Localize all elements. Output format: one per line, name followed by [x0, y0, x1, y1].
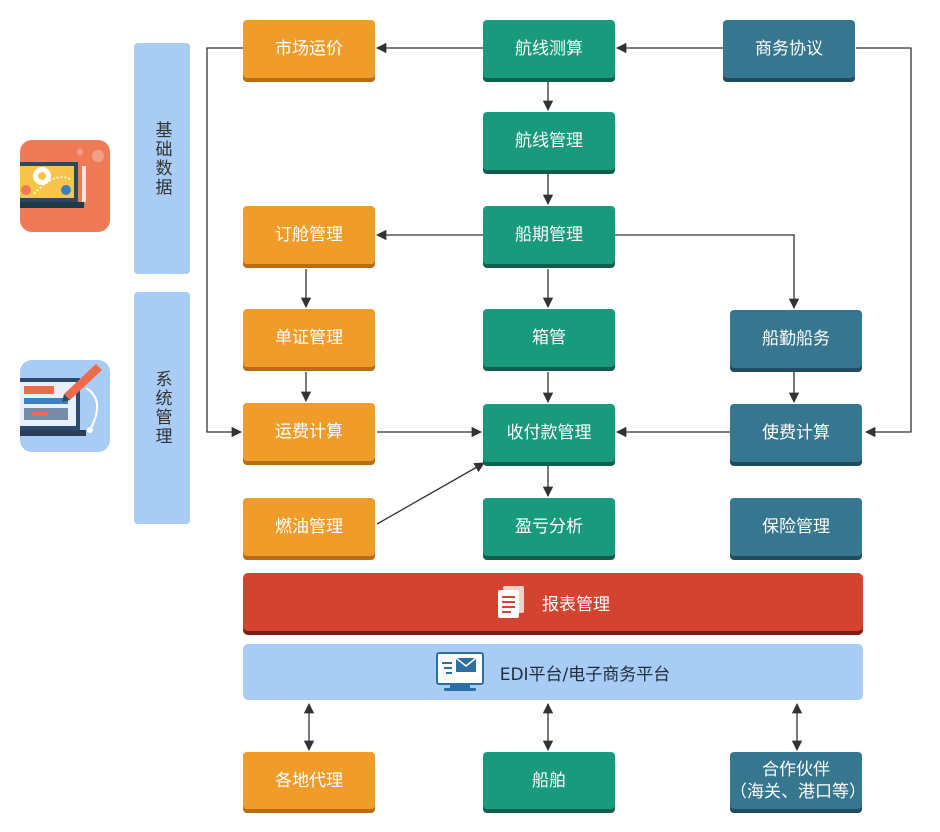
- node-payment-mgmt[interactable]: 收付款管理: [483, 404, 615, 462]
- sidebar-system-mgmt[interactable]: 系统管理: [134, 292, 190, 524]
- node-partners[interactable]: 合作伙伴 （海关、港口等）: [730, 752, 866, 809]
- edi-platform-label: EDI平台/电子商务平台: [499, 664, 671, 685]
- node-market-freight-label: 市场运价: [275, 39, 343, 59]
- arrow-schedule-to-vessel-service: [615, 234, 800, 310]
- arrow-market-to-freight: [206, 47, 243, 438]
- node-freight-calc-label: 运费计算: [275, 422, 343, 442]
- node-business-agreement[interactable]: 商务协议: [723, 20, 855, 78]
- node-usage-fee-calc-label: 使费计算: [762, 423, 830, 443]
- node-container-mgmt[interactable]: 箱管: [483, 309, 615, 367]
- node-insurance-mgmt-label: 保险管理: [762, 517, 830, 537]
- node-ships[interactable]: 船舶: [483, 752, 615, 809]
- node-booking-mgmt[interactable]: 订舱管理: [243, 206, 375, 264]
- arrow-agreement-to-usage-fee: [856, 47, 912, 438]
- node-vessel-service[interactable]: 船勤船务: [730, 310, 862, 368]
- node-profit-analysis[interactable]: 盈亏分析: [483, 498, 615, 556]
- sidebar-system-mgmt-label: 系统管理: [151, 370, 172, 446]
- node-insurance-mgmt[interactable]: 保险管理: [730, 498, 862, 556]
- node-booking-mgmt-label: 订舱管理: [275, 225, 343, 245]
- computer-design-icon: [4, 360, 110, 456]
- sidebar-basic-data[interactable]: 基础数据: [134, 43, 190, 274]
- monitor-mail-icon: [435, 652, 484, 692]
- node-partners-label-line1: 合作伙伴: [762, 759, 830, 780]
- report-mgmt-bar[interactable]: 报表管理: [243, 573, 863, 631]
- computer-settings-icon: [12, 140, 110, 236]
- node-freight-calc[interactable]: 运费计算: [243, 403, 375, 461]
- node-schedule-mgmt[interactable]: 船期管理: [483, 206, 615, 264]
- report-mgmt-label: 报表管理: [542, 594, 610, 615]
- node-payment-mgmt-label: 收付款管理: [506, 423, 592, 443]
- node-route-mgmt-label: 航线管理: [515, 131, 583, 151]
- edi-platform-bar[interactable]: EDI平台/电子商务平台: [243, 644, 863, 700]
- node-document-mgmt-label: 单证管理: [275, 328, 343, 348]
- node-business-agreement-label: 商务协议: [755, 39, 823, 59]
- node-route-mgmt[interactable]: 航线管理: [483, 112, 615, 170]
- node-fuel-mgmt[interactable]: 燃油管理: [243, 498, 375, 556]
- node-vessel-service-label: 船勤船务: [762, 329, 830, 349]
- node-container-mgmt-label: 箱管: [532, 328, 566, 348]
- arrow-fuel-to-payment: [376, 462, 485, 525]
- node-local-agents[interactable]: 各地代理: [243, 752, 375, 809]
- node-partners-label-line2: （海关、港口等）: [730, 781, 866, 802]
- node-route-calc[interactable]: 航线测算: [483, 20, 615, 78]
- node-market-freight[interactable]: 市场运价: [243, 20, 375, 78]
- sidebar-basic-data-label: 基础数据: [151, 120, 172, 197]
- node-fuel-mgmt-label: 燃油管理: [275, 517, 343, 537]
- node-profit-analysis-label: 盈亏分析: [515, 517, 583, 537]
- node-schedule-mgmt-label: 船期管理: [515, 225, 583, 245]
- node-local-agents-label: 各地代理: [275, 770, 343, 791]
- node-document-mgmt[interactable]: 单证管理: [243, 309, 375, 367]
- node-route-calc-label: 航线测算: [515, 39, 583, 59]
- document-icon: [496, 585, 526, 619]
- node-usage-fee-calc[interactable]: 使费计算: [730, 404, 862, 462]
- node-ships-label: 船舶: [532, 770, 566, 791]
